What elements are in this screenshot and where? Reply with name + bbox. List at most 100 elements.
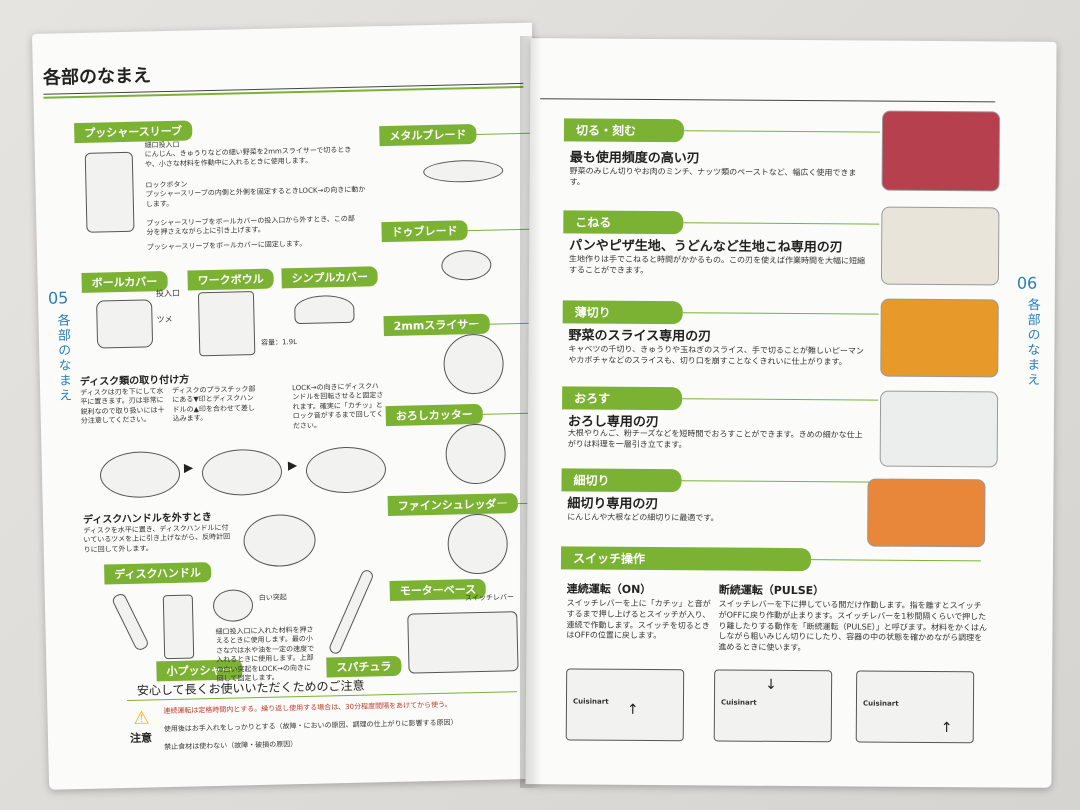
connector-line [682,398,879,401]
slice-photo [880,298,999,378]
grate-photo [879,390,999,468]
shred-photo [867,478,986,548]
connector-line [810,559,981,562]
disc-remove-illustration [242,513,317,568]
left-page: 各部のなまえ 05 各部のなまえ プッシャースリーブ 細口投入口 にんじん、きゅ… [32,22,550,790]
arrow-up-icon: ↑ [626,701,639,718]
grater-disc-illustration [444,423,507,485]
slicer-disc-illustration [442,333,505,395]
metal-blade-tag: メタルブレード [379,123,477,147]
cut-chop-photo [881,110,1001,192]
dough-blade-tag: ドゥブレード [381,220,468,243]
white-bump-label: 白い突起 [258,593,287,602]
small-pusher-illustration [162,594,195,660]
switch-lever-label: スイッチレバー [464,593,514,603]
continuous-on-title: 連続運転（ON） [566,582,652,597]
disc-remove-title: ディスクハンドルを外すとき [82,512,212,526]
slicer-tag: 2mmスライサー [383,313,490,337]
knead-tag: こねる [563,210,684,235]
header-rule [540,98,996,103]
dough-blade-illustration [441,249,492,281]
bowl-cover-claw-label: ツメ [156,314,173,325]
work-bowl-illustration [197,291,256,357]
switch-pulse-release-illustration: Cuisinart ↑ [855,670,975,744]
lock-button-desc: ロックボタン プッシャースリーブの内側と外側を固定するときLOCK→の向きに動か… [145,180,366,209]
disc-step3-illustration [305,446,387,494]
grate-tag: おろす [562,386,683,411]
simple-cover-tag: シンプルカバー [281,266,379,289]
right-page: 06 各部のなまえ 切る・刻む 最も使用頻度の高い刃 野菜のみじん切りやお肉のミ… [525,38,1057,788]
side-label: 各部のなまえ [54,313,72,404]
metal-blade-illustration [422,159,504,184]
motor-base-illustration [407,611,519,674]
brand-label: Cuisinart [720,698,757,707]
switch-pulse-down-illustration: Cuisinart ↓ [713,669,833,743]
cut-chop-body: 野菜のみじん切りやお肉のミンチ、ナッツ類のペーストなど、幅広く使用できます。 [569,166,857,187]
bowl-cover-tag: ボールカバー [81,270,168,293]
caution-line2: 使用後はお手入れをしっかりとする（故障・においの原因、調理の仕上がりに影響する原… [163,718,458,734]
arrow-up-icon: ↑ [940,720,953,737]
knead-photo [880,206,1000,286]
caution-line3: 禁止食材は使わない（故障・破損の原因） [164,740,298,752]
caution-line1: 連続運転は定格時間内とする。繰り返し使用する場合は、30分程度間隔をあけてから使… [163,700,452,716]
small-pusher-top-illustration [212,589,254,623]
book-spine [520,36,542,788]
continuous-on-body: スイッチレバーを上に「カチッ」と音がするまで押し上げるとスイッチが入り、連続で作… [566,598,711,641]
cut-chop-heading: 最も使用頻度の高い刃 [569,150,700,167]
work-bowl-tag: ワークボウル [187,268,274,291]
arrow-icon: ▶ [183,460,194,475]
arrow-icon: ▶ [287,458,298,473]
disc-handle-illustration [110,591,150,652]
fine-shredder-tag: ファインシュレッダー [387,493,518,517]
slice-body: キャベツの千切り、きゅうりや玉ねぎのスライス、手で切ることが難しいピーマンやカボ… [568,344,864,367]
pulse-body: スイッチレバーを下に押している間だけ作動します。指を離すとスイッチがOFFに戻り… [718,599,988,653]
connector-line [682,312,879,315]
disc-handle-tag: ディスクハンドル [104,562,212,585]
grater-tag: おろしカッター [385,403,483,427]
connector-line [681,480,878,483]
spatula-illustration [327,568,375,656]
bowl-cover-inlet-label: 投入口 [155,288,181,299]
connector-line [683,222,880,225]
pusher-sleeve-illustration [84,151,135,233]
slice-tag: 薄切り [562,300,683,325]
simple-cover-illustration [294,294,355,325]
warning-icon: ⚠ [133,707,150,729]
small-pusher-text: 細口投入口に入れた材料を押さえるときに使用します。最の小さな穴は水や油を一定の速… [215,625,315,684]
shred-body: にんじんや大根などの細切りに最適です。 [567,512,719,523]
pusher-sleeve-note2: プッシャースリーブをボールカバーに固定します。 [146,239,307,252]
work-bowl-capacity: 容量：1.9L [260,338,298,347]
connector-line [683,130,880,133]
arrow-down-icon: ↓ [765,676,777,693]
shred-heading: 細切り専用の刃 [567,496,659,513]
spatula-tag: スパチュラ [326,655,402,678]
page-title: 各部のなまえ [42,65,152,89]
side-label: 各部のなまえ [1024,297,1040,388]
fine-shredder-disc-illustration [447,513,509,575]
disc-attach-step2: ディスクのプラスチック部にある▼印とディスクハンドルの▲印を合わせて差し込みます… [172,385,256,424]
disc-attach-title: ディスク類の取り付け方 [79,374,190,389]
disc-step1-illustration [99,450,181,499]
disc-attach-step3: LOCK→の向きにディスクハンドルを回転させると固定されます。確実に「カチッ」と… [292,382,384,430]
feed-tube-desc: 細口投入口 にんじん、きゅうりなどの細い野菜を2mmスライサーで切るときや、小さ… [144,140,352,169]
switch-operation-tag: スイッチ操作 [560,546,812,572]
pusher-sleeve-tag: プッシャースリーブ [74,120,193,144]
slice-heading: 野菜のスライス専用の刃 [568,328,712,345]
shred-tag: 細切り [561,468,682,493]
brand-label: Cuisinart [572,697,609,706]
pulse-title: 断続運転（PULSE） [718,583,825,598]
pusher-sleeve-note1: プッシャースリーブをボールカバーの投入口から外すとき、この部分を押さえながら上に… [146,214,355,237]
disc-step2-illustration [201,448,283,497]
knead-body: 生地作りは手でこねると時間がかかるもの。この刃を使えば作業時間を大幅に短縮するこ… [568,254,866,275]
brand-label: Cuisinart [862,699,899,708]
disc-attach-step1: ディスクは刃を下にして水平に置きます。刃は非常に鋭利なので取り扱いには十分注意し… [80,387,165,426]
grate-heading: おろし専用の刃 [567,414,659,431]
grate-body: 大根やりんご、粉チーズなどを短時間でおろすことができます。きめの細かな仕上がりは… [567,428,863,450]
page-number: 06 [1016,273,1038,293]
switch-on-illustration: Cuisinart ↑ [565,668,685,742]
bowl-cover-illustration [96,299,154,349]
caution-label: 注意 [129,731,153,745]
disc-remove-text: ディスクを水平に置き、ディスクハンドルに付いているツメを上に引き上げながら、反時… [83,523,231,554]
cut-chop-tag: 切る・刻む [563,118,685,143]
page-number: 05 [47,288,69,308]
